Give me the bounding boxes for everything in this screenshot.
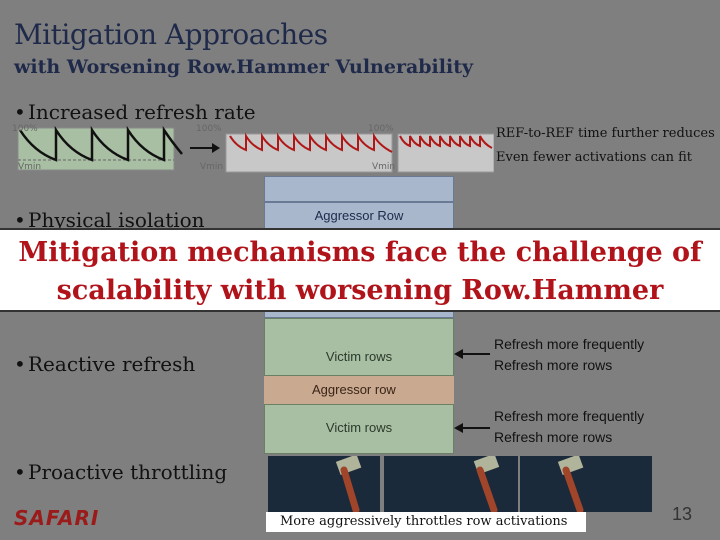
refresh-panel-baseline: 100% Vmin xyxy=(12,124,188,174)
refresh-note-2: Even fewer activations can fit xyxy=(496,150,693,165)
hammer-icon xyxy=(520,454,652,514)
reactive-aggressor-row: Aggressor row xyxy=(264,376,454,404)
max-label-2: 100% xyxy=(196,124,222,134)
banner-line-1: Mitigation mechanisms face the challenge… xyxy=(18,237,702,268)
min-label: Vmin xyxy=(18,162,42,172)
bullet-reactive-refresh-label: Reactive refresh xyxy=(28,352,196,376)
min-label-3: Vmin xyxy=(372,162,396,172)
max-label-3: 100% xyxy=(368,124,394,134)
refresh-panel-further: 100% Vmin xyxy=(368,124,495,174)
bullet-reactive-refresh: •Reactive refresh xyxy=(14,352,195,376)
refresh-curve-black xyxy=(17,125,183,171)
reactive-note-top: Refresh more frequently Refresh more row… xyxy=(494,334,644,376)
hammer-icon xyxy=(384,453,518,514)
bullet-dot-icon: • xyxy=(14,100,26,124)
reactive-note-bottom-line1: Refresh more frequently xyxy=(494,408,645,424)
bullet-proactive-throttling: •Proactive throttling xyxy=(14,460,227,484)
arrow-right-icon xyxy=(190,140,220,154)
reactive-note-top-line2: Refresh more rows xyxy=(494,357,613,373)
page-number: 13 xyxy=(672,504,693,524)
isolation-row-top xyxy=(264,176,454,202)
banner-line-2: scalability with worsening Row.Hammer xyxy=(56,275,664,306)
bullet-dot-icon: • xyxy=(14,208,26,232)
victim-rows-bottom: Victim rows xyxy=(264,404,454,454)
bullet-proactive-throttling-label: Proactive throttling xyxy=(28,460,228,484)
victim-rows-top: Victim rows xyxy=(264,318,454,376)
min-label-2: Vmin xyxy=(200,162,224,172)
bullet-dot-icon: • xyxy=(14,352,26,376)
reactive-note-top-line1: Refresh more frequently xyxy=(494,336,645,352)
victim-rows-bottom-label: Victim rows xyxy=(325,420,393,435)
max-label: 100% xyxy=(12,124,38,134)
hammer-icon xyxy=(268,454,380,514)
victim-rows-top-label: Victim rows xyxy=(325,349,393,364)
reactive-note-bottom-line2: Refresh more rows xyxy=(494,429,613,445)
refresh-curve-red-1 xyxy=(225,132,393,173)
bullet-dot-icon: • xyxy=(14,460,26,484)
bullet-refresh-rate: •Increased refresh rate xyxy=(14,100,256,124)
isolation-aggressor-label: Aggressor Row xyxy=(314,208,404,223)
safari-logo: SAFARI xyxy=(14,506,100,530)
refresh-panel-increased: 100% Vmin xyxy=(196,124,396,174)
arrow-left-icon xyxy=(454,420,490,434)
throttling-caption-bg xyxy=(266,512,586,532)
refresh-curve-red-2 xyxy=(397,133,495,173)
isolation-aggressor-row: Aggressor Row xyxy=(264,202,454,230)
reactive-note-bottom: Refresh more frequently Refresh more row… xyxy=(494,406,644,448)
arrow-left-icon xyxy=(454,346,490,360)
challenge-banner: Mitigation mechanisms face the challenge… xyxy=(0,228,720,312)
slide-title: Mitigation Approaches xyxy=(14,18,328,51)
reactive-aggressor-label: Aggressor row xyxy=(312,382,396,397)
slide-subtitle: with Worsening Row.Hammer Vulnerability xyxy=(14,56,474,78)
throttling-caption: More aggressively throttles row activati… xyxy=(280,514,568,529)
refresh-note-1: REF-to-REF time further reduces xyxy=(496,126,715,141)
bullet-refresh-rate-label: Increased refresh rate xyxy=(28,100,256,124)
